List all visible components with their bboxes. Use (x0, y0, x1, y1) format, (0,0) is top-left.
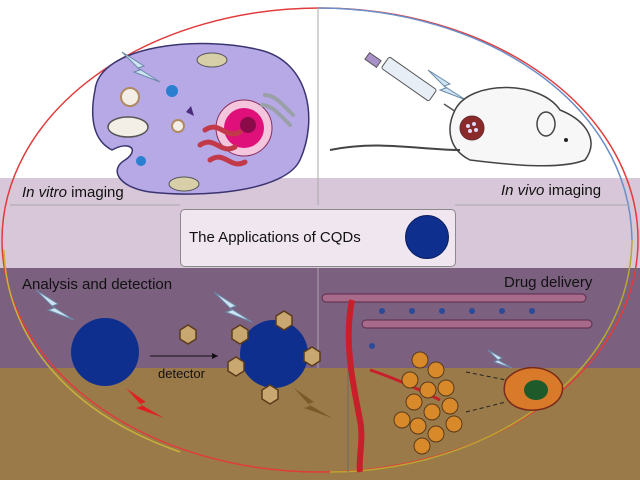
drug-delivery-label: Drug delivery (504, 274, 593, 291)
cqd-dot-icon (71, 318, 308, 388)
mouse-icon (329, 86, 592, 167)
center-title: The Applications of CQDs (189, 229, 361, 246)
detector-label: detector (158, 366, 205, 381)
cell-icon (91, 42, 310, 195)
emission-lightning-icon (126, 388, 332, 418)
outer-oval-blue (317, 7, 633, 241)
blood-vessel-icon (321, 293, 593, 473)
in-vivo-rest: imaging (544, 182, 602, 199)
zoom-line-2 (465, 401, 507, 413)
outer-oval-olive-left (3, 249, 181, 453)
lightning-icon (35, 51, 513, 369)
hexagon-analyte-icon (179, 310, 321, 405)
in-vitro-rest: imaging (67, 184, 124, 201)
antibody-icon (369, 308, 535, 349)
zoom-line-1 (465, 371, 507, 381)
in-vivo-italic: In vivo (501, 182, 545, 199)
tumor-cell-icon (503, 366, 564, 411)
center-title-box: The Applications of CQDs (180, 209, 456, 267)
in-vitro-italic: In vitro (22, 184, 68, 201)
analysis-detection-label: Analysis and detection (22, 276, 173, 293)
cqd-dot-icon (405, 215, 449, 259)
tumor-icon (393, 351, 463, 455)
in-vitro-imaging-label: In vitro imaging (22, 184, 124, 201)
in-vivo-imaging-label: In vivo imaging (501, 182, 601, 199)
